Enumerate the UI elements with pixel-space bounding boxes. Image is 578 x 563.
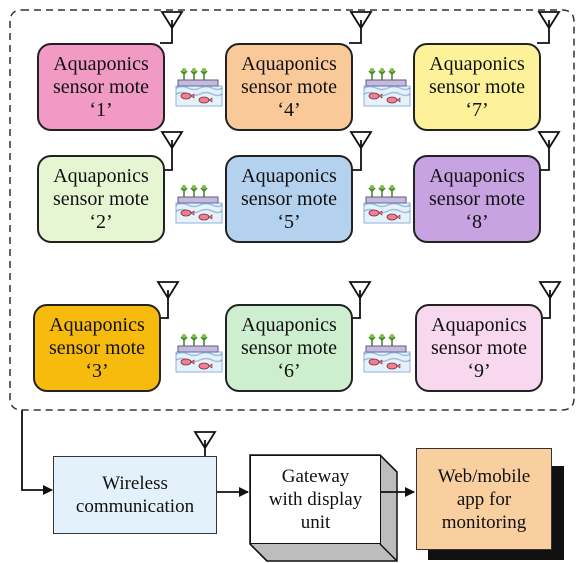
mote-label-line2: sensor mote	[52, 75, 150, 98]
aquaponics-tank-icon	[175, 333, 223, 373]
mote-label-line1: Aquaponics	[49, 313, 145, 336]
aquaponics-tank-icon	[175, 184, 223, 224]
sensor-mote-9: Aquaponics sensor mote ‘9’	[415, 304, 543, 392]
mote-id: ‘1’	[89, 98, 113, 121]
sensor-mote-2: Aquaponics sensor mote ‘2’	[37, 155, 165, 243]
sensor-mote-4: Aquaponics sensor mote ‘4’	[225, 43, 353, 131]
mote-label-line1: Aquaponics	[53, 164, 149, 187]
gateway-label-line3: unit	[300, 512, 331, 533]
wireless-label-line2: communication	[75, 496, 195, 517]
sensor-mote-1: Aquaponics sensor mote ‘1’	[37, 43, 165, 131]
mote-label-line2: sensor mote	[240, 187, 338, 210]
antenna-icon-mote-4	[349, 11, 373, 44]
webapp-label-line3: monitoring	[441, 511, 527, 533]
aquaponics-tank-icon	[175, 67, 223, 107]
mote-label-line1: Aquaponics	[241, 164, 337, 187]
sensor-mote-5: Aquaponics sensor mote ‘5’	[225, 155, 353, 243]
connector-to-wireless	[21, 410, 53, 495]
antenna-icon-mote-5	[349, 131, 373, 171]
sensor-mote-8: Aquaponics sensor mote ‘8’	[413, 155, 541, 243]
antenna-icon-wireless	[193, 431, 217, 456]
mote-field-boundary	[9, 9, 575, 411]
mote-id: ‘9’	[467, 359, 491, 382]
mote-label-line2: sensor mote	[428, 75, 526, 98]
mote-id: ‘7’	[465, 98, 489, 121]
mote-id: ‘5’	[277, 210, 301, 233]
mote-label-line1: Aquaponics	[241, 52, 337, 75]
mote-label-line1: Aquaponics	[431, 313, 527, 336]
mote-label-line2: sensor mote	[430, 336, 528, 359]
wireless-label-line1: Wireless	[102, 473, 168, 494]
mote-id: ‘2’	[89, 210, 113, 233]
mote-label-line2: sensor mote	[240, 336, 338, 359]
antenna-icon-mote-8	[537, 131, 561, 171]
aquaponics-tank-icon	[363, 184, 411, 224]
gateway-label-line1: Gateway	[281, 466, 350, 487]
webapp-label-line1: Web/mobile	[437, 465, 531, 487]
mote-label-line2: sensor mote	[48, 336, 146, 359]
antenna-icon-mote-1	[160, 11, 184, 44]
mote-label-line1: Aquaponics	[429, 52, 525, 75]
mote-label-line2: sensor mote	[52, 187, 150, 210]
mote-id: ‘4’	[277, 98, 301, 121]
mote-label-line2: sensor mote	[240, 75, 338, 98]
aquaponics-tank-icon	[363, 67, 411, 107]
antenna-icon-mote-7	[537, 11, 561, 44]
mote-id: ‘6’	[277, 359, 301, 382]
gateway-label-line2: with display	[268, 489, 363, 510]
webapp-label-line2: app for	[456, 488, 512, 510]
sensor-mote-3: Aquaponics sensor mote ‘3’	[33, 304, 161, 392]
mote-label-line1: Aquaponics	[241, 313, 337, 336]
mote-label-line1: Aquaponics	[53, 52, 149, 75]
mote-id: ‘8’	[465, 210, 489, 233]
mote-label-line1: Aquaponics	[429, 164, 525, 187]
sensor-mote-7: Aquaponics sensor mote ‘7’	[413, 43, 541, 131]
gateway-box: Gateway with display unit	[250, 455, 381, 544]
wireless-communication-box: Wireless communication	[53, 456, 217, 534]
mote-id: ‘3’	[85, 359, 109, 382]
aquaponics-tank-icon	[363, 333, 411, 373]
sensor-mote-6: Aquaponics sensor mote ‘6’	[225, 304, 353, 392]
web-mobile-app-box: Web/mobile app for monitoring	[416, 448, 552, 550]
mote-label-line2: sensor mote	[428, 187, 526, 210]
